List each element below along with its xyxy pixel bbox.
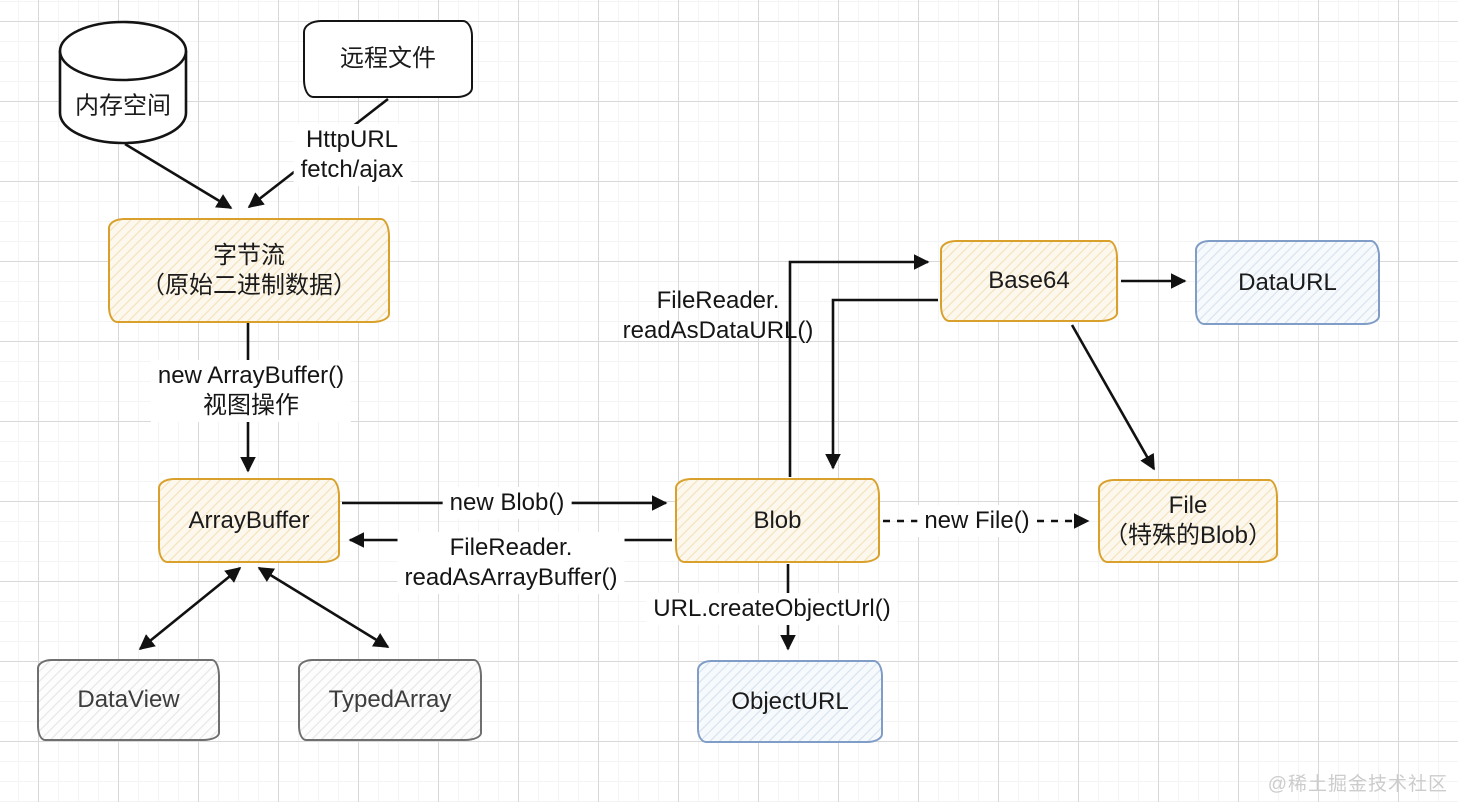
edge-label-read-as-dataurl-line1: FileReader. <box>656 287 780 314</box>
edge-label-httpurl-line1: HttpURL <box>305 126 399 153</box>
node-file-line2: （特殊的Blob） <box>1103 522 1273 549</box>
edge-label-new-arraybuffer-line1: new ArrayBuffer() <box>157 362 345 389</box>
node-blob-label: Blob <box>753 506 802 534</box>
edge-label-read-as-dataurl: FileReader. readAsDataURL() <box>623 286 814 346</box>
node-remote-file-label: 远程文件 <box>340 45 436 72</box>
node-objecturl-label: ObjectURL <box>731 687 849 715</box>
node-dataurl-label: DataURL <box>1238 268 1337 296</box>
arrow-base64-to-file <box>1070 324 1156 471</box>
watermark: @稀土掘金技术社区 <box>1267 774 1448 795</box>
edge-label-read-as-dataurl-line2: readAsDataURL() <box>622 317 814 344</box>
node-base64: Base64 <box>940 240 1118 322</box>
node-dataview: DataView <box>37 659 220 741</box>
arrow-base64-to-blob <box>825 298 938 470</box>
edge-label-httpurl: HttpURL fetch/ajax <box>293 124 411 186</box>
node-remote-file: 远程文件 <box>303 20 473 98</box>
edge-label-new-blob: new Blob() <box>442 487 572 519</box>
node-file-line1: File <box>1168 492 1208 519</box>
node-typedarray: TypedArray <box>298 659 482 741</box>
node-blob: Blob <box>675 478 880 563</box>
edge-label-new-file: new File() <box>917 505 1037 537</box>
edge-label-read-as-arraybuffer-line2: readAsArrayBuffer() <box>404 564 618 591</box>
node-base64-label: Base64 <box>988 267 1070 294</box>
node-arraybuffer-label: ArrayBuffer <box>188 506 310 534</box>
arrow-arraybuffer-typedarray <box>257 566 390 649</box>
node-objecturl: ObjectURL <box>697 660 883 743</box>
edge-label-read-as-arraybuffer: FileReader. readAsArrayBuffer() <box>397 532 625 594</box>
node-typedarray-label: TypedArray <box>328 686 452 713</box>
node-memory-label: 内存空间 <box>75 92 171 120</box>
edge-label-create-object-url: URL.createObjectUrl() <box>646 593 898 625</box>
edge-label-new-arraybuffer-line2: 视图操作 <box>202 392 299 419</box>
arrow-blob-to-base64 <box>788 254 930 477</box>
node-dataview-label: DataView <box>77 686 180 713</box>
node-file: File （特殊的Blob） <box>1098 479 1278 563</box>
node-bytestream-line2: （原始二进制数据） <box>141 271 357 299</box>
edge-label-read-as-arraybuffer-line1: FileReader. <box>449 534 573 561</box>
node-bytestream-line1: 字节流 <box>213 241 285 269</box>
node-bytestream: 字节流 （原始二进制数据） <box>108 218 390 323</box>
node-dataurl: DataURL <box>1195 240 1380 325</box>
memory-cylinder-shape <box>58 20 188 145</box>
edge-label-httpurl-line2: fetch/ajax <box>300 156 404 183</box>
edge-label-new-arraybuffer: new ArrayBuffer() 视图操作 <box>150 360 352 422</box>
node-arraybuffer: ArrayBuffer <box>158 478 340 563</box>
arrow-arraybuffer-dataview <box>138 566 242 651</box>
arrow-memory-to-bytestream <box>124 142 233 210</box>
